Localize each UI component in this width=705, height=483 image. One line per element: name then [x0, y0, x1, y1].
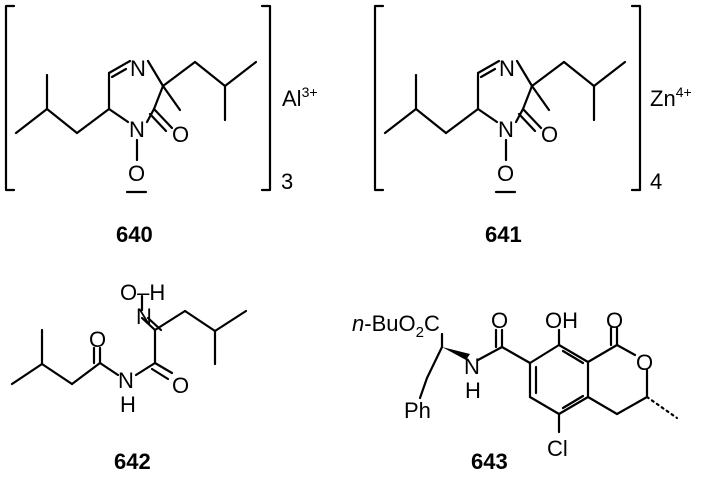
pyrazinone-ring-641 — [476, 59, 551, 194]
atom-o-minus-640: O — [128, 161, 145, 186]
skeleton-642 — [10, 294, 248, 386]
atom-o-amide-643: O — [491, 308, 508, 333]
counterion-640: Al3+ — [282, 84, 318, 111]
counterion-641: Zn4+ — [650, 84, 692, 111]
multiplier-640: 3 — [281, 169, 293, 194]
compound-label-641: 641 — [485, 222, 522, 247]
isobutyl-left-641 — [383, 73, 480, 135]
atom-o2-642: O — [172, 373, 189, 398]
atom-n-ring-641: N — [499, 56, 515, 81]
compound-641: N N O O Zn4+ 4 641 — [373, 4, 692, 247]
atom-o-carbonyl-640: O — [172, 122, 189, 147]
bracket-right-641 — [630, 4, 642, 192]
atom-nh-h-642: H — [120, 392, 136, 417]
atom-o1-642: O — [89, 327, 106, 352]
atom-nh-n-643: N — [464, 354, 480, 379]
skeleton-643 — [418, 326, 679, 434]
atom-cl-643: Cl — [547, 436, 568, 461]
compound-640: N N O O Al3+ 3 640 — [4, 4, 318, 247]
compound-642: O–H N O O N H 642 — [10, 280, 248, 474]
compound-label-640: 640 — [116, 222, 153, 247]
atom-nh-n-642: N — [118, 368, 134, 393]
ester-group-643: n-BuO2C — [352, 311, 440, 341]
atom-o-carbonyl-641: O — [541, 122, 558, 147]
compound-label-643: 643 — [471, 449, 508, 474]
bracket-left-640 — [4, 4, 16, 192]
pyrazinone-ring-640 — [107, 59, 182, 194]
atom-ph-643: Ph — [404, 398, 431, 423]
bracket-right-640 — [260, 4, 272, 192]
atom-n-oxime-642: N — [136, 304, 152, 329]
multiplier-641: 4 — [650, 169, 662, 194]
isobutyl-right-640 — [161, 60, 258, 122]
compound-label-642: 642 — [114, 449, 151, 474]
atom-o-ring-643: O — [636, 350, 653, 375]
isobutyl-left-640 — [14, 73, 111, 135]
atom-o-lactone-643: O — [606, 308, 623, 333]
atom-nh-h-643: H — [465, 378, 481, 403]
isobutyl-right-641 — [530, 60, 627, 122]
atom-o-minus-641: O — [497, 161, 514, 186]
compound-643: n-BuO2C N H O OH O O Cl Ph 643 — [352, 308, 679, 474]
atom-n-oxide-641: N — [498, 117, 514, 142]
bracket-left-641 — [373, 4, 385, 192]
atom-oh-643: OH — [545, 308, 578, 333]
wedge-bond-643 — [442, 347, 470, 360]
atom-n-ring-640: N — [130, 56, 146, 81]
atom-oh-642: O–H — [120, 280, 165, 305]
atom-n-oxide-640: N — [129, 117, 145, 142]
